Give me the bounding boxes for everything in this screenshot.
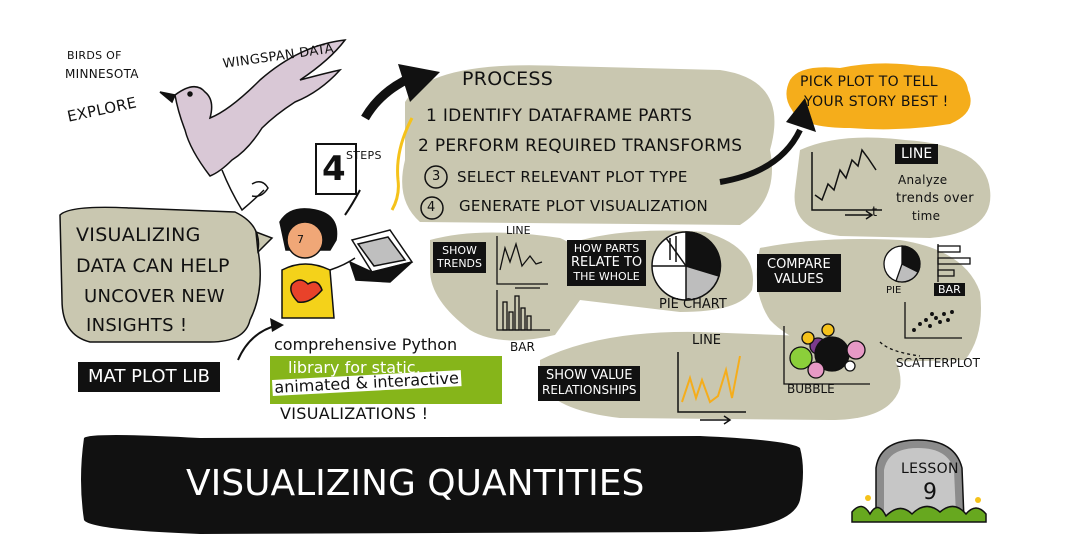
person-illustration bbox=[279, 208, 356, 319]
bubble-chart bbox=[783, 323, 870, 385]
parts-whole-line-3: THE WHOLE bbox=[573, 269, 640, 283]
process-step-2: 2 PERFORM REQUIRED TRANSFORMS bbox=[418, 136, 743, 156]
line-panel-chart bbox=[811, 148, 882, 220]
process-blob bbox=[402, 65, 775, 225]
compare-values-tag: COMPARE VALUES bbox=[757, 254, 841, 292]
insights-outline bbox=[59, 206, 261, 343]
arrow-to-process-head bbox=[398, 64, 440, 102]
relationships-line-chart bbox=[677, 352, 746, 425]
line-panel-text-3: time bbox=[912, 209, 941, 223]
lesson-label: LESSON bbox=[901, 461, 959, 477]
line-panel-blob bbox=[794, 137, 991, 238]
show-trends-line-1: SHOW bbox=[442, 244, 477, 257]
parts-whole-line-1: HOW PARTS bbox=[573, 242, 640, 255]
relationships-line-2: RELATIONSHIPS bbox=[542, 382, 637, 397]
steps-number: 4 bbox=[322, 149, 346, 189]
insights-line-4: INSIGHTS ! bbox=[86, 315, 188, 336]
insights-line-1: VISUALIZING bbox=[76, 224, 201, 246]
steps-word: STEPS bbox=[346, 149, 382, 162]
step4-circle bbox=[420, 196, 444, 220]
birds-of-line: BIRDS OF bbox=[67, 49, 122, 62]
banner-title: VISUALIZING QUANTITIES bbox=[186, 463, 645, 504]
matplotlib-desc-1: comprehensive Python bbox=[272, 335, 460, 354]
laptop-illustration bbox=[348, 229, 414, 283]
person-badge: 7 bbox=[297, 233, 304, 246]
insights-line-2: DATA CAN HELP bbox=[76, 255, 230, 277]
bubble-label: BUBBLE bbox=[787, 382, 835, 396]
step3-circle bbox=[424, 165, 448, 189]
parts-whole-tag: HOW PARTS RELATE TO THE WHOLE bbox=[567, 240, 647, 287]
steps-brace bbox=[390, 117, 414, 211]
process-step-4-text: GENERATE PLOT VISUALIZATION bbox=[459, 197, 709, 215]
show-trends-line-2: TRENDS bbox=[437, 256, 482, 270]
trends-line-label: LINE bbox=[506, 224, 531, 237]
line-panel-text-2: trends over bbox=[896, 191, 974, 206]
line-panel-axis-label: t bbox=[872, 205, 878, 220]
line-panel-text-1: Analyze bbox=[898, 173, 948, 187]
pie-chart-label: PIE CHART bbox=[659, 297, 727, 312]
trends-bar-label: BAR bbox=[510, 340, 535, 354]
trends-bar-chart bbox=[496, 290, 550, 331]
matplotlib-desc-4: VISUALIZATIONS ! bbox=[280, 404, 429, 423]
compare-values-line-2: VALUES bbox=[774, 271, 824, 287]
arrow-to-pick-plot bbox=[719, 128, 803, 185]
process-step-4-number: 4 bbox=[427, 200, 436, 215]
process-step-3-number: 3 bbox=[432, 169, 441, 184]
pick-plot-line-2: YOUR STORY BEST ! bbox=[804, 94, 949, 110]
compare-bar-chart bbox=[937, 244, 971, 282]
arrow-to-process bbox=[361, 73, 412, 121]
pick-plot-cloud bbox=[786, 63, 971, 130]
insights-blob bbox=[60, 207, 261, 342]
arrow-to-pick-plot-head bbox=[786, 98, 816, 132]
compare-pie-label: PIE bbox=[886, 285, 902, 296]
compare-values-line-1: COMPARE bbox=[767, 257, 831, 272]
matplotlib-label: MAT PLOT LIB bbox=[78, 362, 220, 392]
process-title: PROCESS bbox=[462, 68, 554, 90]
bird-illustration bbox=[159, 39, 347, 212]
scatter-chart bbox=[879, 302, 962, 357]
banner-ribbon bbox=[81, 435, 803, 534]
lesson-tombstone bbox=[851, 439, 987, 523]
show-trends-tag: SHOW TRENDS bbox=[433, 242, 486, 274]
trends-line-chart bbox=[496, 236, 548, 289]
relationships-line-label: LINE bbox=[692, 333, 722, 348]
process-step-3-text: SELECT RELEVANT PLOT TYPE bbox=[457, 168, 688, 186]
parts-whole-line-2: RELATE TO bbox=[571, 254, 643, 270]
speech-tail bbox=[255, 230, 274, 254]
process-step-1: 1 IDENTIFY DATAFRAME PARTS bbox=[426, 106, 693, 126]
scatterplot-label: SCATTERPLOT bbox=[896, 356, 980, 370]
compare-bar-label: BAR bbox=[934, 283, 965, 296]
pick-plot-line-1: PICK PLOT TO TELL bbox=[800, 74, 938, 90]
relationships-line-1: SHOW VALUE bbox=[545, 368, 633, 383]
relationships-tag: SHOW VALUE RELATIONSHIPS bbox=[538, 366, 641, 401]
compare-pie-chart bbox=[883, 245, 921, 283]
lesson-number: 9 bbox=[923, 480, 938, 505]
steps-box bbox=[315, 143, 357, 195]
minnesota-line: MINNESOTA bbox=[65, 67, 139, 81]
insights-line-3: UNCOVER NEW bbox=[84, 286, 225, 307]
line-tag: LINE bbox=[895, 144, 939, 164]
parts-pie-chart bbox=[651, 231, 722, 301]
